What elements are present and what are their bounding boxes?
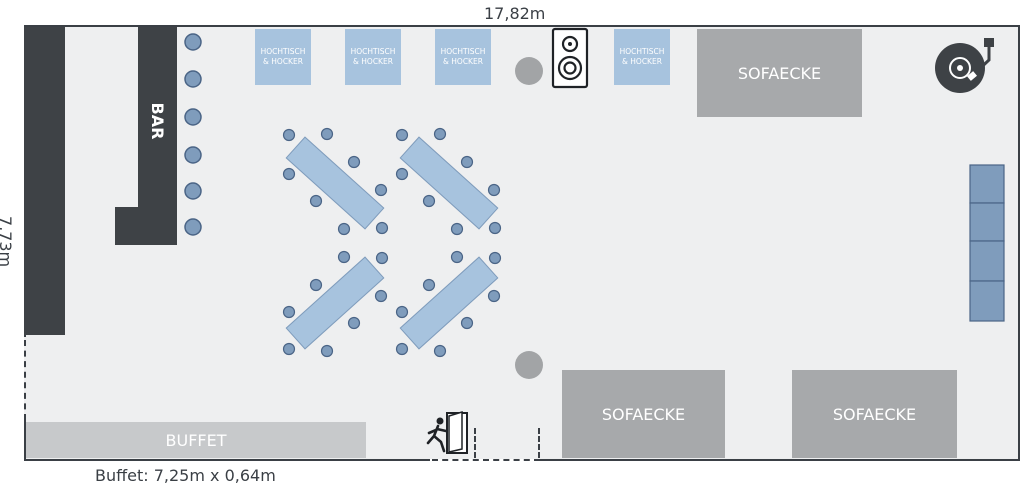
sofa-label-bottom-2: SOFAECKE (832, 404, 917, 424)
bar-stool (184, 146, 202, 164)
chair (395, 128, 409, 142)
buffet-dimension-label: Buffet: 7,25m x 0,64m (95, 466, 276, 485)
high-table-line2: & HOCKER (263, 57, 303, 66)
sofa-area-top: SOFAECKE (697, 29, 862, 117)
bar-stool (184, 70, 202, 88)
dining-table (399, 256, 499, 350)
chair (488, 221, 502, 235)
high-table-line1: HOCHTISCH (440, 47, 486, 56)
chair (337, 250, 351, 264)
chair (460, 155, 474, 169)
chair (487, 289, 501, 303)
high-table-line1: HOCHTISCH (350, 47, 396, 56)
chair (450, 250, 464, 264)
chair (347, 316, 361, 330)
chair (320, 344, 334, 358)
bar-stool (184, 182, 202, 200)
sofa-area-bottom-1: SOFAECKE (562, 370, 725, 458)
high-table-line1: HOCHTISCH (260, 47, 306, 56)
wall-bottom-left (24, 459, 430, 461)
bar-stool (184, 108, 202, 126)
chair (433, 344, 447, 358)
bar-counter-foot (115, 207, 177, 245)
wall-bottom-door-dashed-2 (538, 428, 540, 458)
turntable-icon (935, 38, 994, 93)
chair (433, 127, 447, 141)
high-table-line2: & HOCKER (622, 57, 662, 66)
column (515, 57, 543, 85)
high-table: HOCHTISCH& HOCKER (345, 29, 401, 85)
width-dimension-label: 17,82m (484, 4, 546, 23)
high-table-line2: & HOCKER (443, 57, 483, 66)
chair (337, 222, 351, 236)
sofa-area-bottom-2: SOFAECKE (792, 370, 957, 458)
dining-table (285, 136, 385, 230)
chair (488, 251, 502, 265)
bar-stool (184, 33, 202, 51)
wall-left-dashed (24, 340, 26, 420)
column (515, 351, 543, 379)
speaker-icon (551, 27, 589, 89)
chair (375, 221, 389, 235)
bench (969, 164, 1005, 322)
chair (282, 305, 296, 319)
chair (320, 127, 334, 141)
high-table-line1: HOCHTISCH (619, 47, 665, 56)
high-table: HOCHTISCH& HOCKER (614, 29, 670, 85)
chair (374, 289, 388, 303)
chair (309, 194, 323, 208)
emergency-exit-icon (426, 410, 468, 454)
wall-top (24, 25, 1020, 27)
chair (282, 167, 296, 181)
chair (487, 183, 501, 197)
high-table: HOCHTISCH& HOCKER (255, 29, 311, 85)
high-table-line2: & HOCKER (353, 57, 393, 66)
chair (282, 342, 296, 356)
chair (395, 167, 409, 181)
wall-bottom-door-dashed-1 (474, 428, 476, 458)
chair (422, 278, 436, 292)
sofa-label-top: SOFAECKE (737, 63, 822, 83)
bar-stool (184, 218, 202, 236)
back-counter (24, 27, 65, 335)
chair (395, 342, 409, 356)
chair (374, 183, 388, 197)
chair (395, 305, 409, 319)
chair (460, 316, 474, 330)
wall-right (1018, 25, 1020, 461)
chair (450, 222, 464, 236)
chair (347, 155, 361, 169)
wall-bottom-right (540, 459, 1020, 461)
wall-left-lower (24, 420, 26, 461)
wall-bottom-dashed (432, 459, 540, 461)
buffet-label: BUFFET (165, 430, 227, 450)
chair (309, 278, 323, 292)
high-table: HOCHTISCH& HOCKER (435, 29, 491, 85)
chair (422, 194, 436, 208)
sofa-label-bottom-1: SOFAECKE (601, 404, 686, 424)
dining-table (285, 256, 385, 350)
chair (282, 128, 296, 142)
buffet-table: BUFFET (26, 422, 366, 458)
chair (375, 251, 389, 265)
dining-table (399, 136, 499, 230)
